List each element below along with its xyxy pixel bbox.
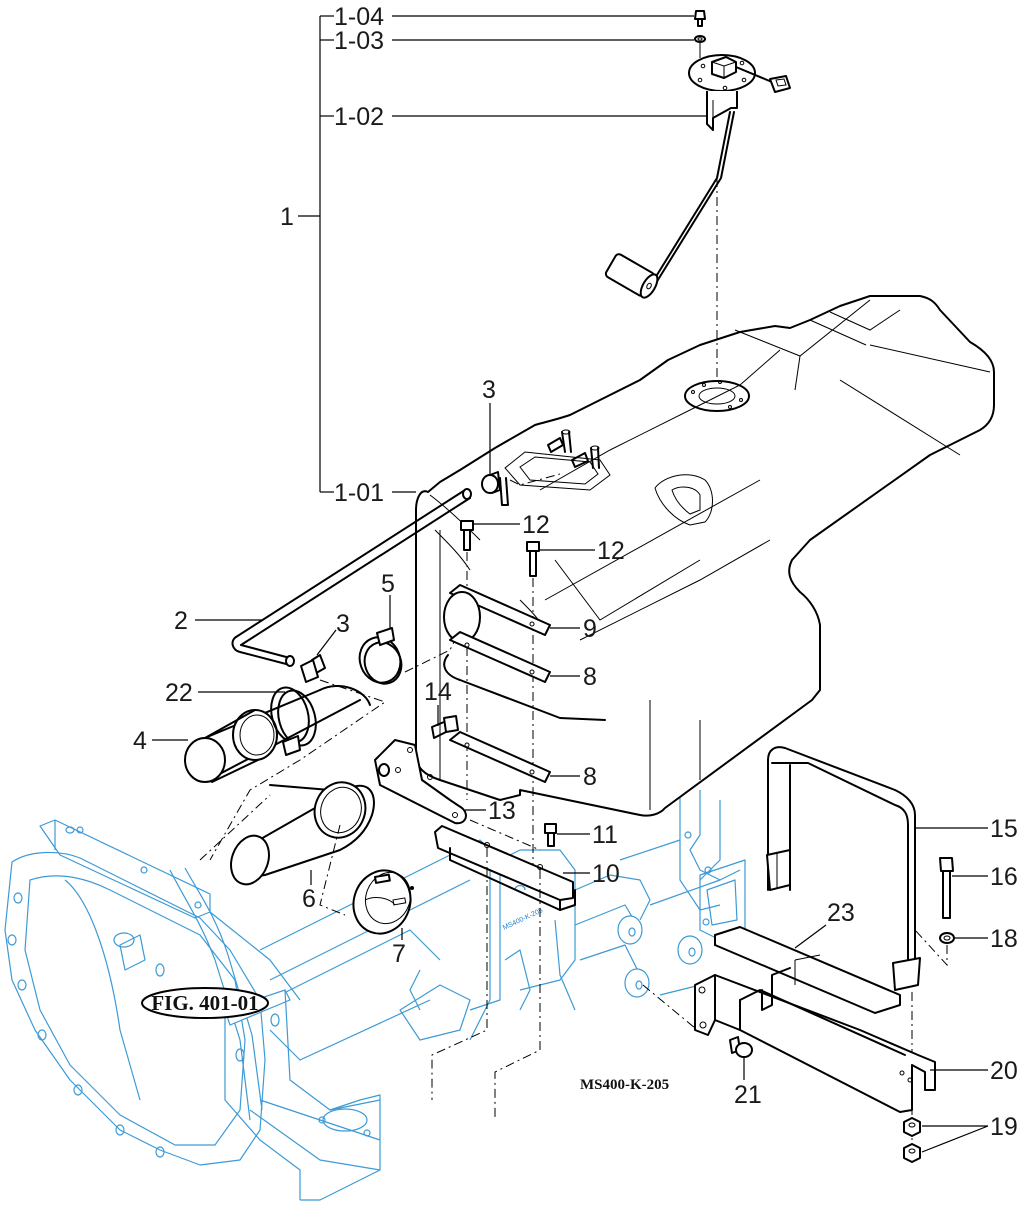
callout-18: 18 bbox=[990, 925, 1018, 953]
diagram-code: MS400-K-205 bbox=[580, 1077, 669, 1093]
support-bracket-part-20 bbox=[642, 967, 936, 1113]
hose-clamp-part-22 bbox=[270, 686, 317, 756]
bolt-part-16 bbox=[939, 857, 954, 919]
callout-6: 6 bbox=[302, 885, 316, 913]
nut-part-19 bbox=[903, 1117, 921, 1163]
callout-1-01: 1-01 bbox=[334, 479, 384, 507]
housing-part-marking: MS400-K-205 bbox=[502, 907, 544, 932]
callout-11: 11 bbox=[592, 821, 618, 849]
tank-bracket-part-10 bbox=[431, 819, 576, 1120]
callout-15: 15 bbox=[990, 815, 1018, 843]
callout-5: 5 bbox=[381, 570, 395, 598]
callout-3-top: 3 bbox=[482, 376, 496, 404]
hose-clip-part-3-hose bbox=[300, 654, 326, 683]
assembly-1-callout-bracket bbox=[298, 15, 710, 493]
callout-9: 9 bbox=[583, 615, 597, 643]
callout-1-03: 1-03 bbox=[334, 27, 384, 55]
fuel-filler-cap-part-7 bbox=[352, 869, 414, 935]
callout-1: 1 bbox=[280, 203, 294, 231]
callout-1-04: 1-04 bbox=[334, 3, 384, 31]
callout-4: 4 bbox=[133, 727, 147, 755]
bolt-part-12-right bbox=[526, 541, 540, 870]
callout-13: 13 bbox=[488, 797, 516, 825]
figure-reference-badge[interactable]: FIG. 401-01 bbox=[141, 987, 269, 1019]
callout-16: 16 bbox=[990, 863, 1018, 891]
fuel-tank-part-1-01 bbox=[415, 295, 995, 817]
bolt-part-21 bbox=[729, 1036, 753, 1058]
callout-1-02: 1-02 bbox=[334, 103, 384, 131]
callout-12-right: 12 bbox=[597, 537, 625, 565]
figure-reference-link[interactable]: FIG. 401-01 bbox=[151, 991, 258, 1015]
washer-part-18 bbox=[914, 929, 955, 967]
callout-7: 7 bbox=[392, 940, 406, 968]
rubber-strip-part-8-lower bbox=[449, 731, 551, 783]
filler-hose-part-4 bbox=[184, 685, 371, 783]
callout-12-left: 12 bbox=[522, 511, 550, 539]
callout-8-lower: 8 bbox=[583, 763, 597, 791]
tank-strap-part-15 bbox=[766, 746, 921, 1140]
filler-neck-pipe-part-6 bbox=[230, 781, 375, 886]
callout-14: 14 bbox=[424, 678, 452, 706]
callout-21: 21 bbox=[734, 1081, 762, 1109]
hose-clamp-part-5 bbox=[358, 627, 403, 685]
rubber-pad-part-23 bbox=[714, 926, 901, 1014]
callout-23: 23 bbox=[827, 899, 855, 927]
filler-neck-bracket-part-13 bbox=[374, 739, 467, 825]
callout-8-upper: 8 bbox=[583, 663, 597, 691]
callout-20: 20 bbox=[990, 1057, 1018, 1085]
bolt-part-11 bbox=[544, 823, 557, 847]
rubber-strip-part-8-upper bbox=[443, 631, 606, 721]
fuel-hose-part-2 bbox=[231, 488, 472, 667]
callout-22: 22 bbox=[165, 679, 193, 707]
fuel-sender-part-1-02 bbox=[604, 10, 791, 299]
reference-transmission-housing bbox=[4, 785, 746, 1201]
callout-10: 10 bbox=[592, 860, 620, 888]
callout-19: 19 bbox=[990, 1113, 1018, 1141]
callout-3-hose: 3 bbox=[336, 610, 350, 638]
callout-2: 2 bbox=[174, 607, 188, 635]
